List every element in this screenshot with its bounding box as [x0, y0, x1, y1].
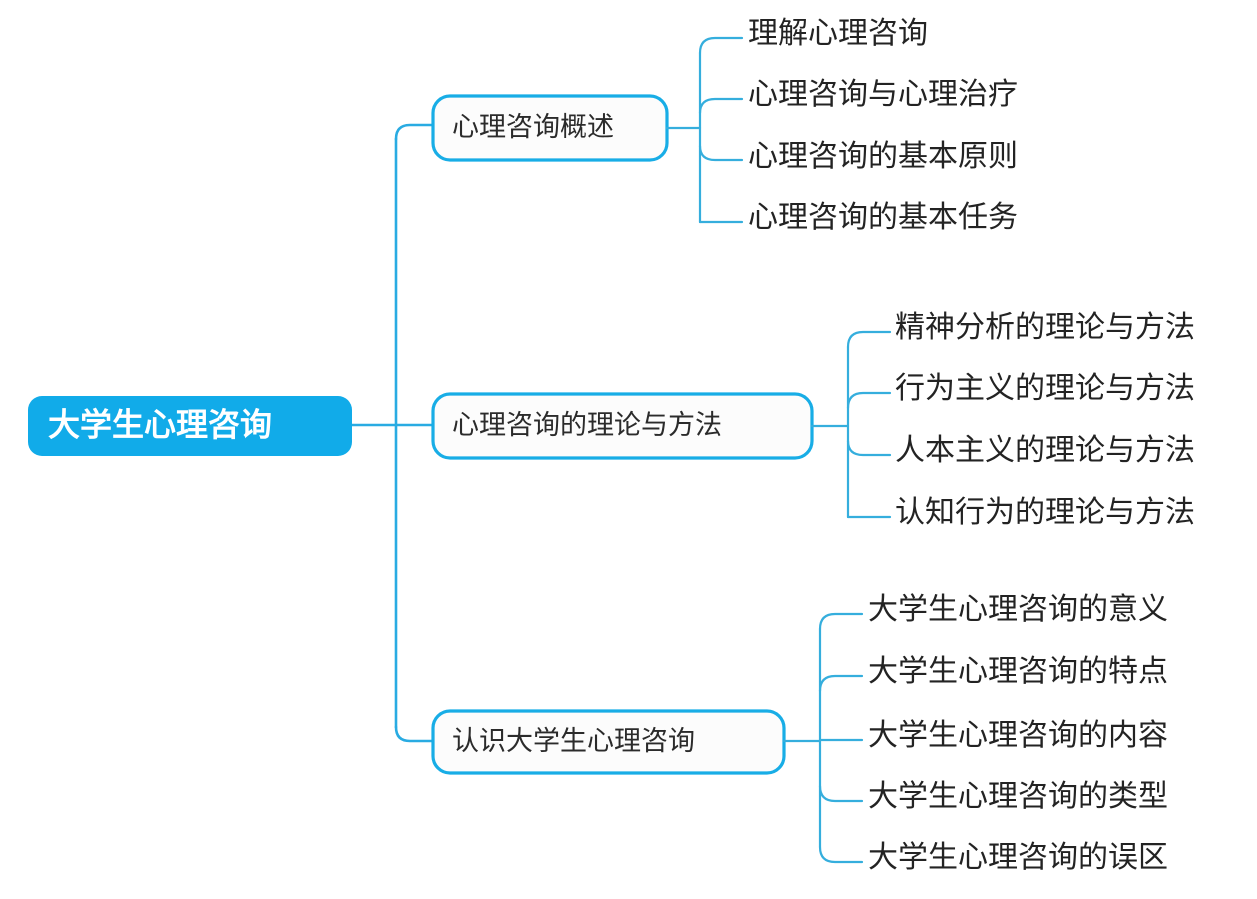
leaf-label: 大学生心理咨询的意义: [868, 593, 1168, 626]
connector-leaf-2-3: [846, 439, 892, 457]
branch-node-1-label: 心理咨询概述: [452, 112, 614, 142]
connector-leaf-1-3: [698, 144, 744, 162]
connector-leaf-1-1: [698, 36, 744, 55]
connector-trunk-to-branch-1: [394, 123, 435, 141]
branch-1-leaves: 理解心理咨询 心理咨询与心理治疗 心理咨询的基本原则 心理咨询的基本任务: [748, 17, 1018, 234]
leaf-label: 心理咨询与心理治疗: [748, 78, 1018, 111]
root-trunk-connectors: [350, 123, 435, 743]
branch-node-3-label: 认识大学生心理咨询: [452, 726, 695, 756]
branch-1-leaf-connectors: [665, 36, 744, 224]
leaf-label: 大学生心理咨询的特点: [868, 655, 1168, 688]
branch-node-2[interactable]: 心理咨询的理论与方法: [431, 392, 814, 460]
connector-leaf-3-2: [818, 674, 864, 693]
root-node-box[interactable]: [28, 396, 352, 456]
connector-trunk-to-branch-3: [394, 725, 435, 743]
leaf-label: 大学生心理咨询的误区: [868, 841, 1168, 874]
branch-node-1[interactable]: 心理咨询概述: [431, 94, 669, 162]
connector-leaf-1-2: [698, 97, 744, 115]
branch-2-leaves: 精神分析的理论与方法 行为主义的理论与方法 人本主义的理论与方法 认知行为的理论…: [895, 311, 1195, 529]
connector-leaf-2-1: [846, 330, 892, 349]
connector-leaf-3-4: [818, 784, 864, 803]
leaf-label: 心理咨询的基本原则: [748, 140, 1018, 173]
branch-2-leaf-connectors: [810, 330, 892, 519]
connector-leaf-3-1: [818, 612, 864, 631]
leaf-label: 大学生心理咨询的内容: [868, 719, 1168, 752]
leaf-label: 认知行为的理论与方法: [895, 496, 1195, 529]
root-node[interactable]: 大学生心理咨询: [28, 396, 352, 456]
root-node-label: 大学生心理咨询: [48, 406, 272, 442]
branch-3-leaf-connectors: [782, 612, 864, 864]
branch-node-2-label: 心理咨询的理论与方法: [452, 410, 722, 440]
leaf-label: 大学生心理咨询的类型: [868, 780, 1168, 813]
connector-leaf-2-2: [846, 391, 892, 410]
leaf-label: 精神分析的理论与方法: [895, 311, 1195, 344]
branch-node-3[interactable]: 认识大学生心理咨询: [431, 709, 786, 775]
leaf-label: 人本主义的理论与方法: [895, 434, 1195, 467]
leaf-label: 理解心理咨询: [748, 17, 928, 50]
leaf-label: 心理咨询的基本任务: [748, 201, 1018, 234]
branch-3-leaves: 大学生心理咨询的意义 大学生心理咨询的特点 大学生心理咨询的内容 大学生心理咨询…: [868, 593, 1168, 874]
leaf-label: 行为主义的理论与方法: [895, 372, 1195, 405]
connector-leaf-3-5: [818, 845, 864, 864]
